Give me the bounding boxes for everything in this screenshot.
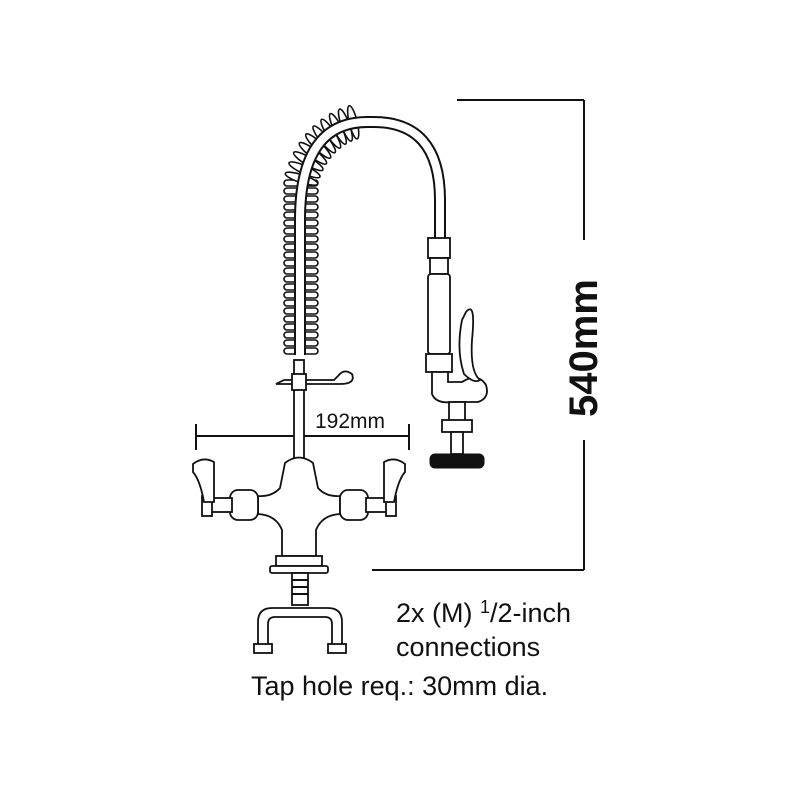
- gun-barrel: [427, 273, 451, 355]
- connections-line1: 2x (M) 1/2-inch: [396, 597, 571, 628]
- width-label: 192mm: [315, 410, 385, 433]
- hook-clamp: [291, 373, 307, 391]
- height-dimension: 540mm: [372, 99, 606, 571]
- gun-trigger-lever: [458, 308, 482, 383]
- right-valve-nut: [339, 489, 369, 521]
- flex-hose: [294, 115, 446, 355]
- hook-arm: [275, 370, 354, 385]
- ferrule-nut: [429, 257, 449, 275]
- threaded-shank: [291, 572, 309, 606]
- hose-inner: [296, 117, 444, 355]
- left-connection: [253, 643, 273, 654]
- base-collar: [275, 555, 323, 567]
- height-label: 540mm: [562, 279, 606, 417]
- hose-ferrule: [427, 237, 451, 259]
- nozzle-neck: [448, 401, 466, 423]
- left-valve-nut: [229, 489, 259, 521]
- faucet-body: [253, 359, 347, 654]
- connections-line2: connections: [396, 632, 540, 662]
- left-valve: [192, 458, 259, 521]
- connection-note: 2x (M) 1/2-inch connections: [396, 597, 571, 662]
- spray-hook: [275, 370, 354, 391]
- spray-gun: [425, 237, 488, 469]
- gun-body: [431, 371, 488, 404]
- tap-hole-note: Tap hole req.: 30mm dia.: [251, 671, 548, 701]
- fraction-numerator: 1: [480, 597, 490, 617]
- left-lever-handle: [192, 458, 215, 503]
- fraction-rest: /2-inch: [490, 598, 571, 628]
- right-lever-handle: [383, 458, 406, 503]
- nozzle-stem: [450, 431, 464, 455]
- spray-head-face: [429, 453, 485, 469]
- mixer-body: [257, 456, 341, 557]
- base-plate: [269, 565, 329, 574]
- gun-collar: [425, 353, 453, 373]
- right-connection: [327, 643, 347, 654]
- right-valve: [339, 458, 406, 521]
- connections-prefix: 2x (M): [396, 598, 480, 628]
- nozzle-collar: [441, 419, 473, 433]
